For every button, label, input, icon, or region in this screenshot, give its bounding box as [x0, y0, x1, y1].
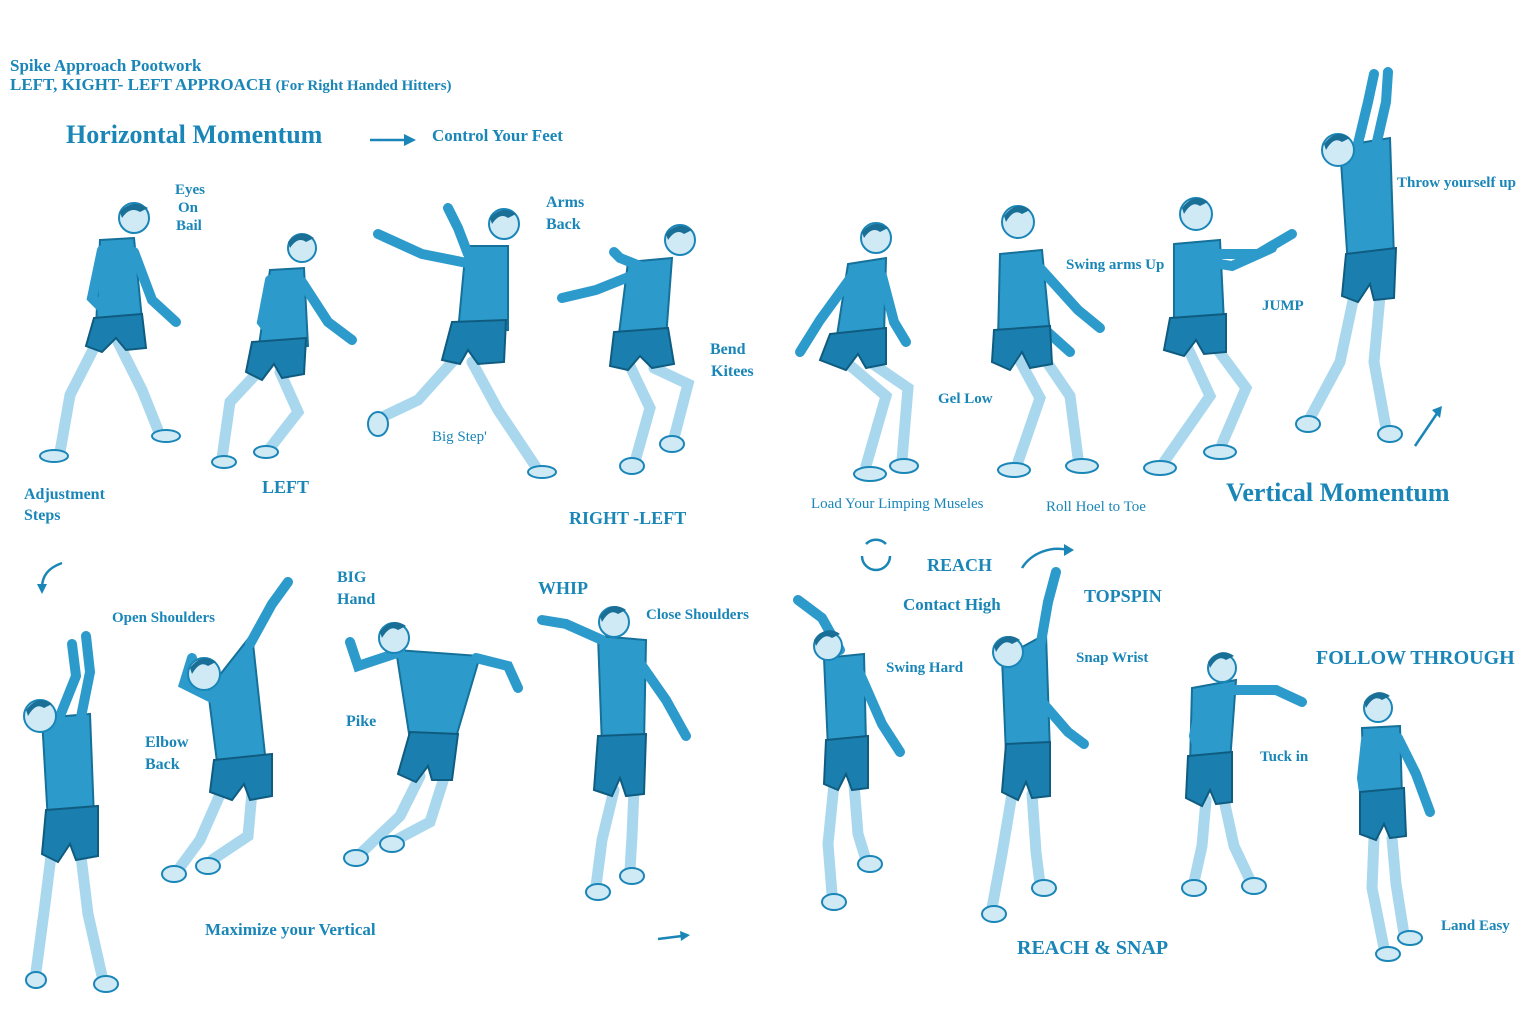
- horizontal-momentum-heading: Horizontal Momentum: [66, 120, 323, 149]
- athlete-figure-elbow-back: [161, 577, 293, 883]
- subtitle-note: (For Right Handed Hitters): [275, 78, 452, 94]
- steps-label: Steps: [24, 507, 61, 524]
- ball-icon: [860, 538, 892, 572]
- jump-label: JUMP: [1262, 298, 1304, 314]
- athlete-figure-swing-hard: [793, 595, 905, 911]
- snap-wrist-label: Snap Wrist: [1076, 650, 1149, 666]
- maximize-vertical-label: Maximize your Vertical: [205, 920, 376, 939]
- follow-through-heading: FOLLOW THROUGH: [1316, 647, 1515, 669]
- athlete-figure-whip: [537, 606, 691, 901]
- tuck-in-label: Tuck in: [1260, 749, 1309, 765]
- diagram-title: Spike Approach Pootwork: [10, 56, 202, 75]
- big-label: BIG: [337, 569, 367, 586]
- athlete-figure-get-low: [795, 222, 919, 482]
- diagram-subtitle: LEFT, KIGHT- LEFT APPROACH (For Right Ha…: [10, 75, 452, 95]
- hand-label: Hand: [337, 591, 376, 608]
- arms-label: Arms: [546, 194, 585, 211]
- land-easy-label: Land Easy: [1441, 918, 1510, 934]
- athlete-figure-throw-up: [1295, 67, 1403, 443]
- athlete-figure-snap-wrist: [981, 567, 1089, 923]
- eyes-label: Eyes: [175, 182, 205, 198]
- right-arrow-icon: [370, 134, 416, 146]
- get-low-label: Gel Low: [938, 391, 993, 407]
- athlete-figure-swing-arms: [990, 205, 1105, 478]
- whip-label: WHIP: [538, 578, 589, 598]
- athlete-figure-adjustment: [39, 202, 181, 463]
- big-step-label: Big Step': [432, 429, 487, 445]
- athlete-figure-big-step: [367, 203, 557, 479]
- left-step-label: LEFT: [262, 477, 310, 497]
- pike-label: Pike: [346, 713, 377, 730]
- control-feet-label: Control Your Feet: [432, 126, 563, 145]
- athlete-figure-left-step: [211, 233, 357, 469]
- up-right-arrow-icon: [1413, 406, 1442, 447]
- contact-high-label: Contact High: [903, 595, 1001, 614]
- elbow-back-label: Back: [145, 756, 180, 773]
- ball-label: Bail: [176, 218, 202, 234]
- swing-arms-label: Swing arms Up: [1066, 257, 1165, 273]
- athlete-figure-tuck-in: [1181, 652, 1307, 897]
- athlete-figure-jump: [1143, 197, 1297, 476]
- curved-down-arrow-icon: [37, 561, 63, 594]
- athlete-figure-pike: [343, 622, 523, 867]
- small-right-arrow-icon: [657, 931, 690, 941]
- open-shoulders-label: Open Shoulders: [112, 610, 215, 626]
- right-left-label: RIGHT -LEFT: [569, 508, 687, 528]
- elbow-label: Elbow: [145, 734, 189, 751]
- athlete-figure-right-left: [557, 224, 696, 475]
- reach-snap-heading: REACH & SNAP: [1017, 937, 1169, 959]
- athlete-figure-land-easy: [1356, 692, 1435, 962]
- topspin-label: TOPSPIN: [1084, 586, 1162, 606]
- load-muscles-label: Load Your Limping Museles: [811, 496, 984, 512]
- adjustment-label: Adjustment: [24, 486, 105, 503]
- vertical-momentum-heading: Vertical Momentum: [1226, 478, 1450, 507]
- subtitle-approach: LEFT, KIGHT- LEFT APPROACH: [10, 75, 272, 94]
- athlete-figure-open-shoulders: [23, 631, 119, 993]
- close-shoulders-label: Close Shoulders: [646, 607, 749, 623]
- roll-heel-label: Roll Hoel to Toe: [1046, 499, 1146, 515]
- on-label: On: [178, 200, 199, 216]
- throw-up-label: Throw yourself up: [1397, 175, 1516, 191]
- knees-label: Kitees: [711, 363, 754, 380]
- back-label: Back: [546, 216, 581, 233]
- bend-label: Bend: [710, 341, 746, 358]
- swing-hard-label: Swing Hard: [886, 660, 964, 676]
- curved-right-arrow-icon: [1020, 544, 1074, 569]
- reach-label: REACH: [927, 555, 993, 575]
